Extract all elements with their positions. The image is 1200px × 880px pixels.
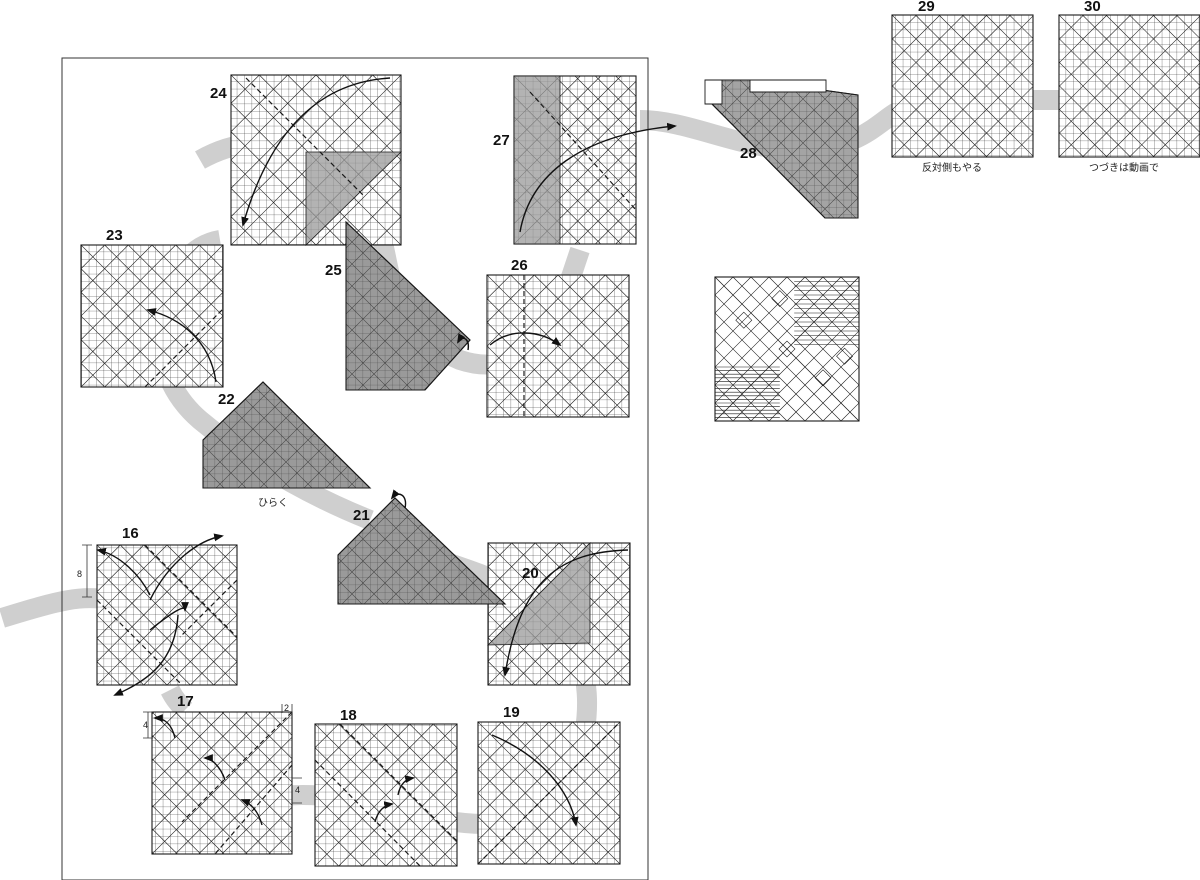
fold-arrow-20 xyxy=(502,549,629,677)
step-number-17: 17 xyxy=(177,693,194,710)
fold-arrow-19 xyxy=(491,734,579,827)
step-number-28: 28 xyxy=(740,145,757,162)
step-number-23: 23 xyxy=(106,227,123,244)
step-number-27: 27 xyxy=(493,132,510,149)
fold-arrow-16-b xyxy=(149,533,224,601)
dimension-label-8: 8 xyxy=(77,569,82,579)
fold-arrow-18-a xyxy=(374,801,394,823)
dimension-label-4-left: 4 xyxy=(143,720,148,730)
step-24-diagram xyxy=(230,74,402,246)
step-23-diagram xyxy=(80,244,224,388)
fold-arrow-16-c xyxy=(149,602,189,631)
dimension-label-4-right: 4 xyxy=(295,785,300,795)
step-number-30: 30 xyxy=(1084,0,1101,15)
caption-continue-video: つづきは動画で xyxy=(1089,161,1159,174)
arrow-layer xyxy=(82,77,677,827)
dimension-ticks xyxy=(82,544,302,804)
fold-arrow-16-d xyxy=(113,614,179,696)
step-number-24: 24 xyxy=(210,85,227,102)
step-17-diagram xyxy=(151,711,293,855)
step-30-diagram xyxy=(1058,14,1200,158)
caption-open: ひらく xyxy=(258,497,288,509)
step-18-diagram xyxy=(314,723,458,867)
step-number-26: 26 xyxy=(511,257,528,274)
fold-arrow-27 xyxy=(519,122,677,233)
step-number-18: 18 xyxy=(340,707,357,724)
step-number-22: 22 xyxy=(218,391,235,408)
crease-pattern xyxy=(714,276,860,422)
steps-frame xyxy=(61,57,649,880)
step-27-diagram xyxy=(513,75,637,245)
step-20-diagram xyxy=(487,542,631,686)
step-number-19: 19 xyxy=(503,704,520,721)
fold-arrow-26 xyxy=(489,332,562,347)
fold-arrow-17-c xyxy=(240,799,263,826)
fold-arrow-17-b xyxy=(203,754,226,781)
fold-arrow-18-b xyxy=(397,775,415,796)
flow-segment xyxy=(0,588,114,628)
caption-other-side: 反対側もやる xyxy=(922,161,982,174)
step-19-diagram xyxy=(477,721,621,865)
step-16-diagram xyxy=(96,544,238,686)
fold-arrow-17-a xyxy=(153,714,176,739)
step-number-20: 20 xyxy=(522,565,539,582)
step-number-21: 21 xyxy=(353,507,370,524)
flow-segment xyxy=(161,685,193,718)
fold-arrow-25 xyxy=(457,333,470,351)
fold-arrow-23 xyxy=(146,308,217,383)
step-number-16: 16 xyxy=(122,525,139,542)
step-29-diagram xyxy=(891,14,1034,158)
dimension-label-2: 2 xyxy=(284,703,289,713)
fold-arrow-21 xyxy=(390,489,407,509)
fold-arrow-16-a xyxy=(96,547,151,596)
step-number-29: 29 xyxy=(918,0,935,15)
label-layer: 16 17 18 19 20 21 22 23 24 25 26 27 28 2… xyxy=(77,0,1159,795)
step-number-25: 25 xyxy=(325,262,342,279)
fold-arrow-24 xyxy=(241,77,391,227)
